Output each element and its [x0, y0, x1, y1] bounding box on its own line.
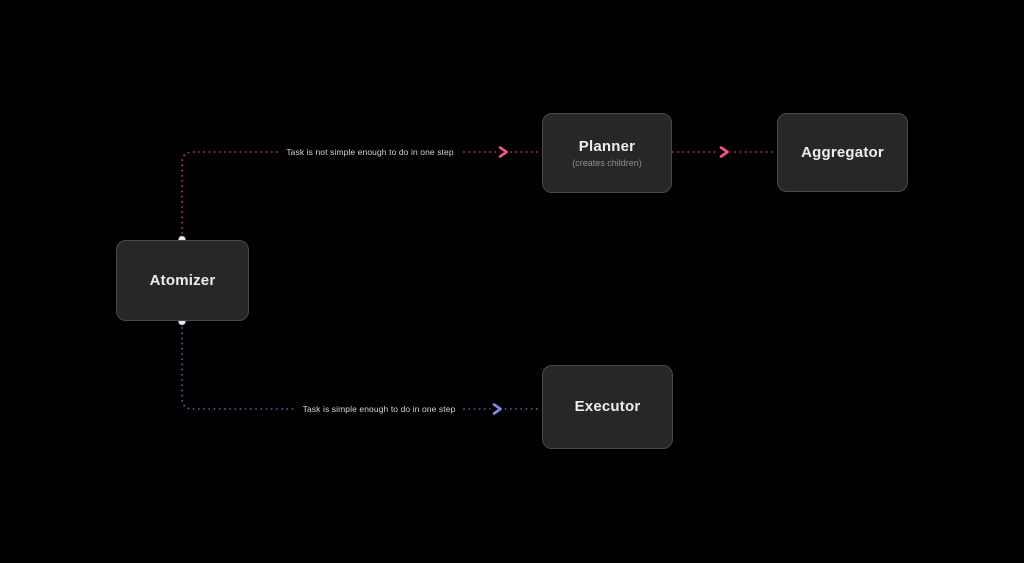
edge-simple-line: [181, 322, 541, 410]
node-aggregator-label: Aggregator: [801, 143, 884, 161]
node-executor[interactable]: Executor: [542, 365, 673, 449]
edge-label-simple: Task is simple enough to do in one step: [295, 403, 463, 415]
node-planner-label: Planner: [578, 138, 636, 156]
arrowhead-backing: [490, 402, 504, 416]
arrowhead-icon: [719, 146, 729, 158]
arrowhead-icon: [498, 146, 508, 158]
edge-not-simple-line: [181, 151, 541, 239]
node-planner-sublabel: (creates children): [572, 157, 642, 168]
node-planner[interactable]: Planner (creates children): [542, 113, 672, 193]
node-atomizer-label: Atomizer: [149, 271, 216, 289]
edge-label-not-simple: Task is not simple enough to do in one s…: [279, 146, 461, 158]
node-atomizer[interactable]: Atomizer: [116, 240, 249, 321]
arrowhead-backing: [717, 145, 731, 159]
arrowhead-backing: [496, 145, 510, 159]
node-executor-label: Executor: [574, 398, 641, 416]
arrowhead-icon: [492, 403, 502, 415]
node-aggregator[interactable]: Aggregator: [777, 113, 908, 192]
